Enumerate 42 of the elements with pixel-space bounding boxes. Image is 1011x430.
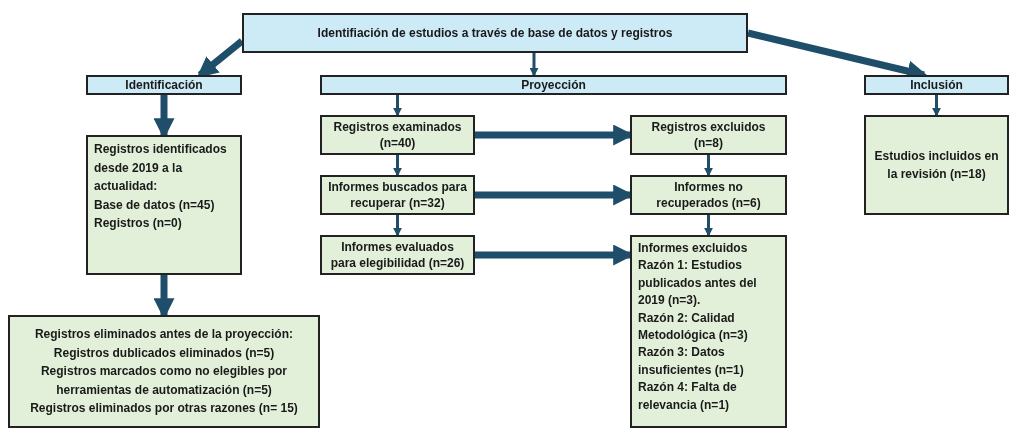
header-box xyxy=(242,13,748,53)
header-box xyxy=(864,75,1009,95)
box-text: Informes excluidos xyxy=(638,240,749,257)
arrow xyxy=(704,155,713,177)
box-text: Identifiación de estudios a través de base de datos y registros xyxy=(316,25,674,42)
box-text: Proyección xyxy=(520,77,587,93)
process-box xyxy=(320,115,475,155)
box-text: Registros (n=0) xyxy=(94,215,183,233)
process-box xyxy=(320,235,475,275)
arrow xyxy=(529,53,539,77)
box-text: Estudios incluidos en la revisión (n=18) xyxy=(873,148,1000,183)
arrow xyxy=(393,215,402,237)
process-box xyxy=(630,235,787,428)
box-text: Razón 2: Calidad Metodológica (n=3) xyxy=(638,309,749,344)
box-text: Razón 3: Datos insuficientes (n=1) xyxy=(638,344,745,379)
process-box xyxy=(8,315,320,428)
box-text: Identificación xyxy=(124,77,204,93)
header-box xyxy=(86,75,242,95)
arrow xyxy=(393,95,402,117)
box-text: Registros eliminados antes de la proyección: xyxy=(33,326,295,343)
arrow xyxy=(932,95,941,117)
arrow xyxy=(393,155,402,177)
box-text: Registros examinados (n=40) xyxy=(332,118,463,152)
box-text: Base de datos (n=45) xyxy=(94,196,216,214)
process-box xyxy=(86,135,242,275)
header-box xyxy=(320,75,787,95)
box-text: Registros dublicados eliminados (n=5) xyxy=(52,344,276,362)
box-text: Registros identificados desde 2019 a la actualidad: xyxy=(94,141,228,196)
box-text: Razón 4: Falta de relevancia (n=1) xyxy=(638,379,738,414)
box-text: Inclusión xyxy=(909,77,964,93)
box-text: Informes buscados para recuperar (n=32) xyxy=(327,178,468,212)
box-text: Registros eliminados por otras razones (n= 15) xyxy=(29,400,299,418)
process-box xyxy=(864,115,1009,215)
process-box xyxy=(630,115,787,155)
box-text: Registros excluidos (n=8) xyxy=(650,118,767,152)
box-text: Informes no recuperados (n=6) xyxy=(655,178,762,212)
box-text: Informes evaluados para elegibilidad (n=26) xyxy=(329,238,466,272)
process-box xyxy=(320,175,475,215)
box-text: Registros marcados como no elegibles por herramientas de automatización (n=5) xyxy=(39,363,289,399)
box-text: Razón 1: Estudios publicados antes del 2019 (n=3). xyxy=(638,257,758,310)
process-box xyxy=(630,175,787,215)
arrow xyxy=(704,215,713,237)
